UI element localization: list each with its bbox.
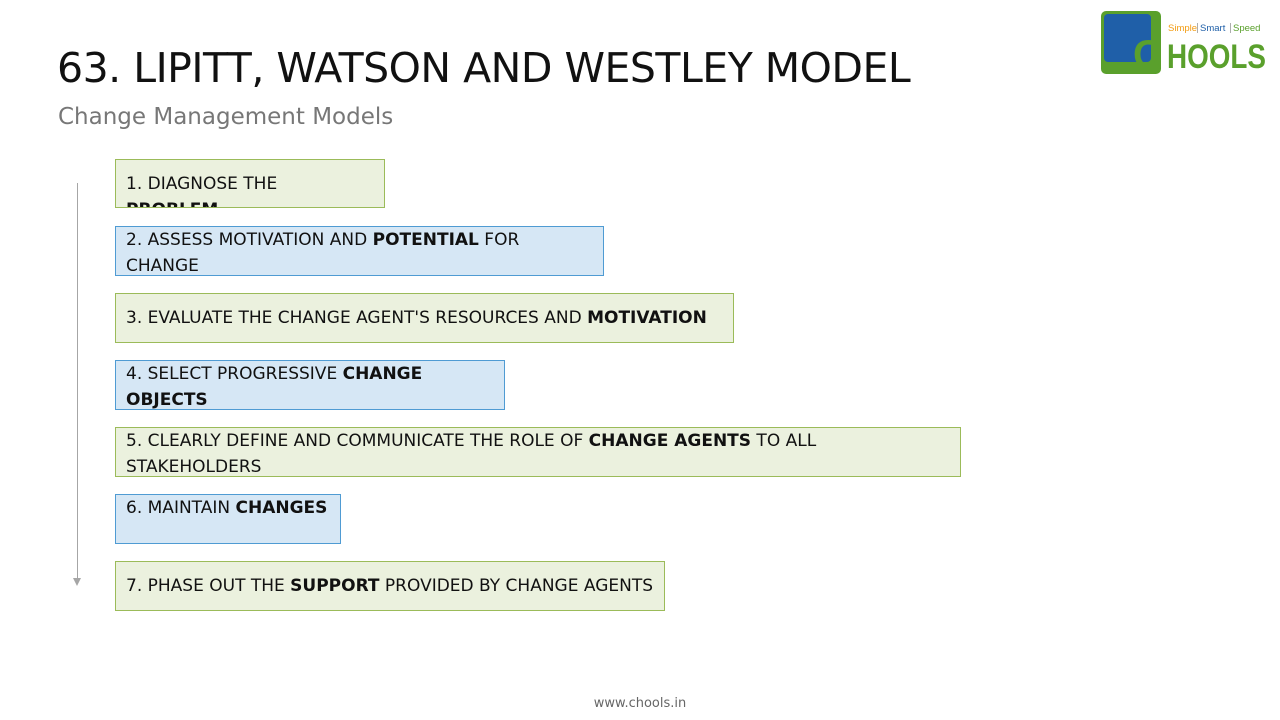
step-6-bold-text: CHANGES	[235, 498, 328, 518]
step-4-text: SELECT PROGRESSIVE	[147, 364, 343, 384]
footer-url[interactable]: www.chools.in	[593, 696, 687, 711]
step-4-number: 4.	[126, 364, 143, 384]
step-5-text: CLEARLY DEFINE AND COMMUNICATE THE ROLE …	[147, 431, 589, 451]
step-5-bold-text: CHANGE AGENTS	[588, 431, 752, 451]
step-7-box: 7. PHASE OUT THE SUPPORT PROVIDED BY CHA…	[115, 561, 665, 611]
step-6-text: MAINTAIN	[147, 498, 236, 518]
flow-arrow-line	[77, 183, 78, 579]
step-1-bold-text: PROBLEM	[126, 200, 218, 207]
step-7-bold-text: SUPPORT	[290, 576, 380, 596]
step-3-bold-text: MOTIVATION	[587, 308, 707, 328]
step-7-number: 7.	[126, 576, 143, 596]
step-2-number: 2.	[126, 230, 143, 250]
logo-tagline-speed: Speed	[1233, 23, 1260, 34]
logo-tagline-simple: Simple	[1168, 23, 1197, 34]
step-1-text: DIAGNOSE THE	[147, 174, 278, 194]
step-5-number: 5.	[126, 431, 143, 451]
step-2-text-after: FOR CHANGE	[126, 230, 520, 276]
step-3-text: EVALUATE THE CHANGE AGENT'S RESOURCES AN…	[147, 308, 588, 328]
logo-tagline-smart: Smart	[1200, 23, 1226, 34]
step-4-box: 4. SELECT PROGRESSIVE CHANGE OBJECTS	[115, 360, 505, 410]
slide-subtitle: Change Management Models	[58, 104, 394, 130]
step-6-box: 6. MAINTAIN CHANGES	[115, 494, 341, 544]
slide-title: 63. LIPITT, WATSON AND WESTLEY MODEL	[57, 44, 911, 92]
step-5-box: 5. CLEARLY DEFINE AND COMMUNICATE THE RO…	[115, 427, 961, 477]
logo-wordmark: HOOLS	[1167, 38, 1266, 76]
step-6-number: 6.	[126, 498, 143, 518]
step-2-text: ASSESS MOTIVATION AND	[147, 230, 373, 250]
step-2-box: 2. ASSESS MOTIVATION AND POTENTIAL FOR C…	[115, 226, 604, 276]
step-7-text-after: PROVIDED BY CHANGE AGENTS	[379, 576, 654, 596]
flow-arrow-head	[73, 578, 81, 586]
step-3-box: 3. EVALUATE THE CHANGE AGENT'S RESOURCES…	[115, 293, 734, 343]
step-3-number: 3.	[126, 308, 143, 328]
step-2-bold-text: POTENTIAL	[372, 230, 479, 250]
step-1-number: 1.	[126, 174, 143, 194]
step-7-text: PHASE OUT THE	[147, 576, 291, 596]
step-4-bold-text: CHANGE OBJECTS	[126, 364, 423, 410]
step-5-text-after: TO ALL STAKEHOLDERS	[126, 431, 817, 477]
logo-wordmark-c: C	[1133, 33, 1162, 76]
step-1-box: 1. DIAGNOSE THE PROBLEM	[115, 159, 385, 208]
chools-logo: Simple Smart Speed C HOOLS	[1101, 11, 1266, 76]
